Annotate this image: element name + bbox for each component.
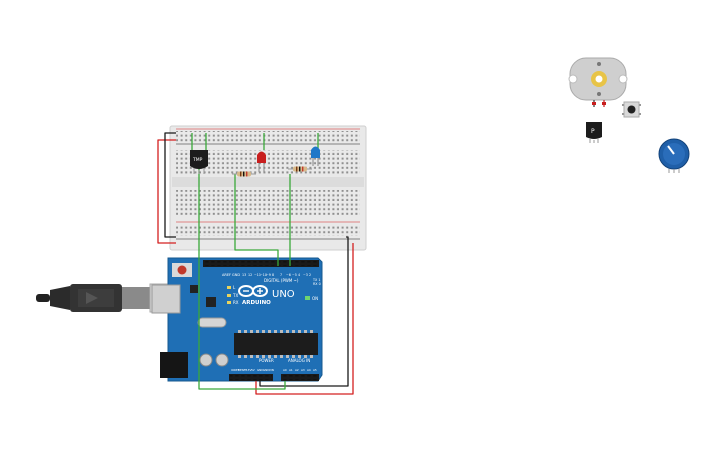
pin-label-1: TX 1 xyxy=(312,278,320,282)
bottom-rail-holes xyxy=(176,224,360,230)
arduino-logo-icon xyxy=(238,285,268,297)
center-channel xyxy=(172,177,364,187)
potentiometer-knob-indicator xyxy=(667,145,675,155)
resistor-1[interactable] xyxy=(232,171,256,177)
wire-red-5v[interactable] xyxy=(255,243,354,395)
board-model: UNO xyxy=(272,289,295,300)
reset-button-cap[interactable] xyxy=(177,265,187,275)
pin-label-5: ~5 xyxy=(292,273,297,277)
transistor-label: P xyxy=(591,128,595,135)
rx-label: RX xyxy=(233,300,239,305)
digital-pin-labels: 13 12 ~11 ~10 ~9 8 7 ~6 ~5 4 ~3 2 TX 1 R… xyxy=(242,273,321,286)
arduino-logo-text: ARDUINO xyxy=(242,300,271,306)
a0-label: A0 xyxy=(283,368,287,372)
tx-label: TX xyxy=(232,293,238,298)
v33-label: 3.3V xyxy=(245,368,251,372)
pin-label-13: 13 xyxy=(242,273,246,277)
transistor[interactable]: P xyxy=(586,122,602,143)
aref-label: AREF xyxy=(222,273,231,277)
top-rail-holes xyxy=(176,131,360,137)
dc-motor[interactable] xyxy=(568,57,628,107)
power-pin-labels: IOREF RESET 3.3V 5V GND GND VIN xyxy=(231,368,274,372)
potentiometer[interactable] xyxy=(658,138,690,173)
a2-label: A2 xyxy=(295,368,299,372)
wire-black-left-rail[interactable] xyxy=(164,132,176,238)
digital-label: DIGITAL (PWM ~) xyxy=(264,278,299,283)
terminal-strip-bottom xyxy=(176,190,360,216)
gnd-label-1: GND xyxy=(257,368,263,372)
wire-black-gnd[interactable] xyxy=(259,236,349,387)
gnd-label-2: GND xyxy=(263,368,269,372)
temp-sensor-label: TMP xyxy=(192,157,203,163)
capacitor-2 xyxy=(215,353,229,367)
a4-label: A4 xyxy=(307,368,311,372)
capacitor-1 xyxy=(199,353,213,367)
a1-label: A1 xyxy=(289,368,293,372)
reset-label: RESET xyxy=(238,368,247,372)
pushbutton[interactable] xyxy=(622,101,641,118)
analog-pin-labels: A0 A1 A2 A3 A4 A5 xyxy=(283,368,317,372)
l-label: L xyxy=(233,285,236,290)
resistor-2[interactable] xyxy=(288,166,312,172)
v5-label: 5V xyxy=(251,368,255,372)
wires[interactable] xyxy=(157,132,354,395)
a5-label: A5 xyxy=(313,368,317,372)
a3-label: A3 xyxy=(301,368,305,372)
usb-chip xyxy=(206,297,216,307)
power-label: POWER xyxy=(259,358,274,363)
wire-green-red-pin[interactable] xyxy=(234,174,279,266)
pin-label-9: ~9 xyxy=(266,273,271,277)
pin-label-2: 2 xyxy=(309,273,311,277)
on-label: ON xyxy=(312,296,318,301)
pin-label-12: 12 xyxy=(248,273,252,277)
led-blue[interactable] xyxy=(311,146,320,167)
pin-label-6: ~6 xyxy=(286,273,291,277)
pin-label-3: ~3 xyxy=(303,273,308,277)
ioref-label: IOREF xyxy=(231,368,240,372)
gnd-label: GND xyxy=(232,273,240,277)
pin-label-8: 8 xyxy=(272,273,274,277)
led-red[interactable] xyxy=(257,151,266,173)
analog-label: ANALOG IN xyxy=(288,358,310,363)
wire-red-left-rail[interactable] xyxy=(157,139,176,244)
crystal-oscillator xyxy=(197,317,227,328)
usb-port[interactable] xyxy=(151,284,181,314)
pin-label-0: RX 0 xyxy=(313,282,321,286)
vin-label: VIN xyxy=(269,368,274,372)
temperature-sensor[interactable]: TMP xyxy=(190,150,208,174)
pin-label-4: 4 xyxy=(298,273,300,277)
pin-label-7: 7 xyxy=(280,273,282,277)
usb-icon xyxy=(86,292,98,304)
pin-label-11: ~11 xyxy=(254,273,261,277)
wire-green-tmp-a0[interactable] xyxy=(198,162,286,390)
atmega-chip xyxy=(234,333,318,355)
pin-label-10: ~10 xyxy=(260,273,267,277)
power-jack[interactable] xyxy=(160,352,188,378)
arduino-uno-board[interactable]: L TX RX ON ARDUINO UNO xyxy=(151,257,323,382)
